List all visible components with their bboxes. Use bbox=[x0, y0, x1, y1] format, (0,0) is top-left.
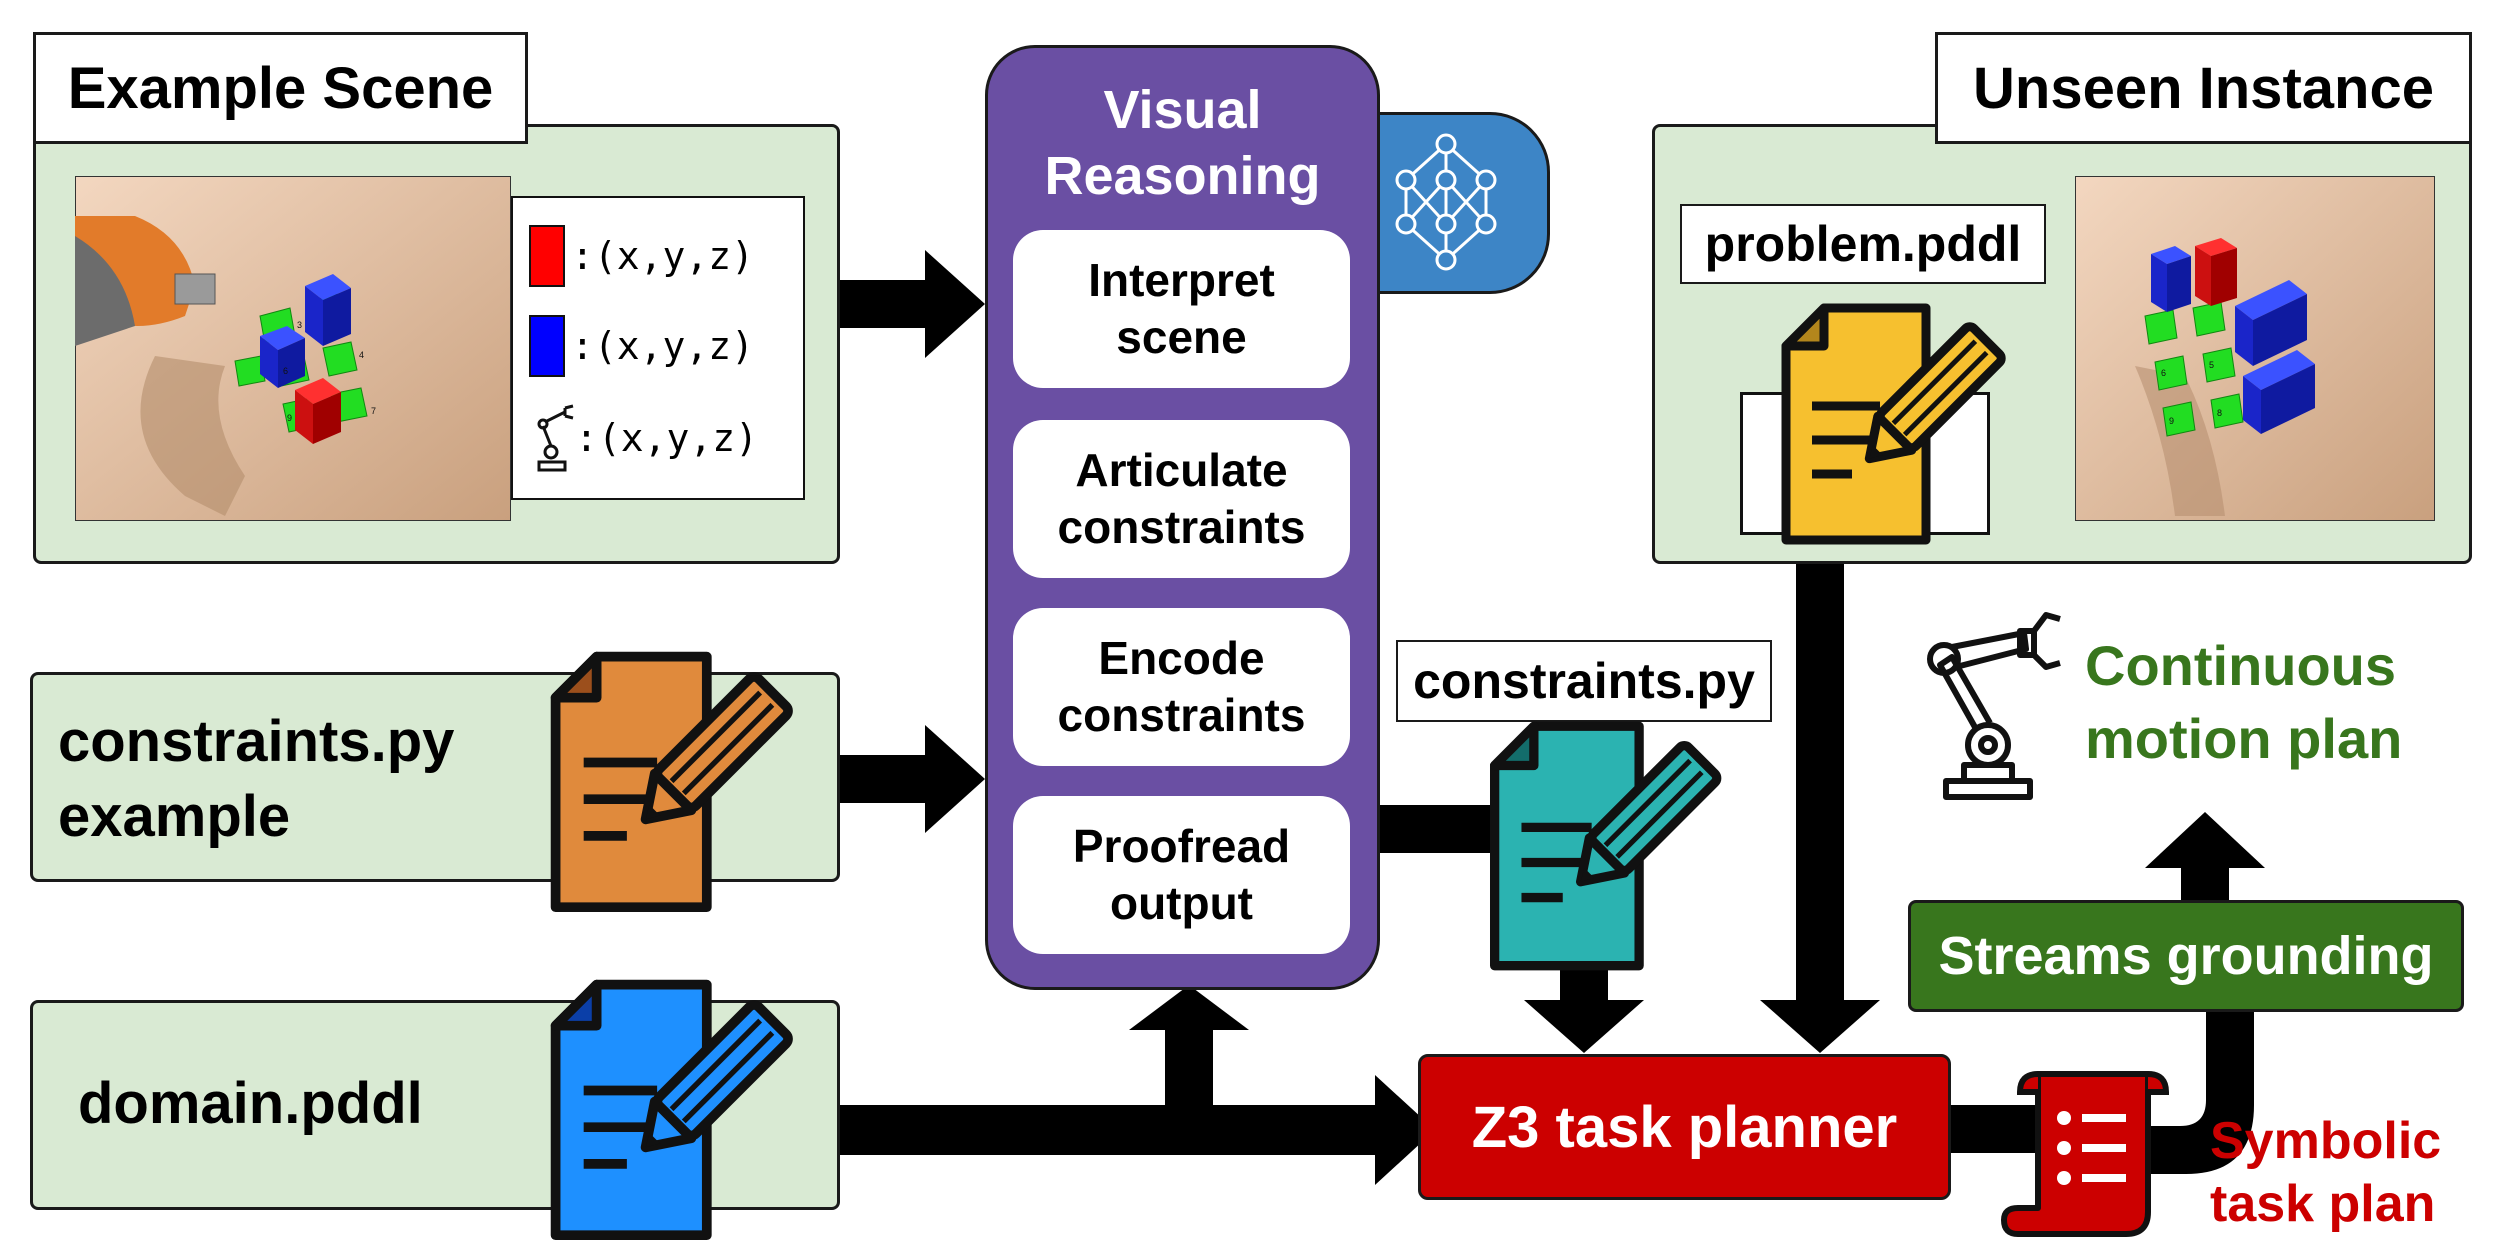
robot-arm-icon bbox=[537, 404, 574, 472]
streams-grounding-label: Streams grounding bbox=[1938, 926, 2434, 986]
arrow-problem-planner-shaft bbox=[1796, 525, 1844, 1005]
connector-reasoning-constraints bbox=[1375, 805, 1505, 853]
example-scene-image: 3 6 4 9 7 bbox=[75, 176, 511, 521]
step-line1: Encode bbox=[1098, 631, 1265, 684]
z3-task-planner-box: Z3 task planner bbox=[1418, 1054, 1951, 1200]
symbolic-line1: Symbolic bbox=[2210, 1112, 2442, 1170]
step-line1: Interpret bbox=[1088, 253, 1275, 306]
scene-label: 8 bbox=[2217, 408, 2222, 418]
arrow-domain-shaft bbox=[840, 1105, 1380, 1155]
scene-label: 6 bbox=[2161, 368, 2166, 378]
legend-label: :(x,y,z) bbox=[575, 416, 759, 460]
step-line2: constraints bbox=[1057, 689, 1306, 741]
constraints-py-doc-icon bbox=[1489, 721, 1722, 971]
scene-label: 7 bbox=[371, 406, 376, 416]
problem-pddl-label: problem.pddl bbox=[1680, 204, 2046, 284]
domain-doc-icon bbox=[550, 979, 793, 1241]
legend-row-red: :(x,y,z) bbox=[529, 212, 803, 300]
step-encode-constraints: Encode constraints bbox=[1013, 608, 1350, 766]
arrow-scene-head bbox=[925, 250, 985, 358]
scene-label: 3 bbox=[297, 320, 302, 330]
step-articulate-constraints: Articulate constraints bbox=[1013, 420, 1350, 578]
scene-label: 4 bbox=[359, 350, 364, 360]
legend-row-blue: :(x,y,z) bbox=[529, 300, 803, 392]
constraints-example-doc-icon bbox=[550, 651, 793, 913]
z3-task-planner-label: Z3 task planner bbox=[1471, 1094, 1898, 1160]
symbolic-task-plan-label: Symbolic task plan bbox=[2210, 1110, 2441, 1237]
arrow-scene-shaft bbox=[840, 280, 930, 328]
symbolic-task-plan-scroll-icon bbox=[2001, 1071, 2170, 1237]
legend-row-robot: :(x,y,z) bbox=[529, 392, 803, 484]
constraints-py-label: constraints.py bbox=[1396, 640, 1772, 722]
continuous-line1: Continuous bbox=[2085, 634, 2397, 697]
constraints-example-line2: example bbox=[58, 784, 291, 850]
step-line2: scene bbox=[1116, 311, 1247, 363]
blue-block-swatch-icon bbox=[529, 315, 565, 377]
visual-reasoning-title: Visual Reasoning bbox=[985, 78, 1380, 210]
arrow-domain-head bbox=[1375, 1075, 1435, 1185]
example-scene-title: Example Scene bbox=[33, 32, 528, 144]
problem-pddl-doc-icon bbox=[1781, 303, 2006, 545]
example-scene-legend: :(x,y,z) :(x,y,z) :(x,y,z) bbox=[511, 196, 805, 500]
continuous-robot-arm-icon bbox=[1927, 612, 2061, 800]
symbolic-line2: task plan bbox=[2210, 1175, 2436, 1234]
step-line1: Articulate bbox=[1075, 443, 1288, 496]
continuous-line2: motion plan bbox=[2085, 706, 2403, 770]
constraints-example-line1: constraints.py bbox=[58, 709, 455, 774]
scene-label: 9 bbox=[287, 413, 292, 423]
unseen-instance-image: 6 5 9 8 bbox=[2075, 176, 2435, 521]
domain-label: domain.pddl bbox=[78, 1071, 423, 1136]
arrow-streams-motion-head bbox=[2145, 812, 2265, 868]
step-line2: constraints bbox=[1057, 501, 1306, 553]
scene-label: 9 bbox=[2169, 416, 2174, 426]
arrow-constraints-example-shaft bbox=[840, 755, 930, 803]
scene-label: 6 bbox=[283, 366, 288, 376]
step-proofread-output: Proofread output bbox=[1013, 796, 1350, 954]
step-line1: Proofread bbox=[1072, 819, 1291, 872]
unseen-instance-title: Unseen Instance bbox=[1935, 32, 2472, 144]
arrow-branch-up-head bbox=[1129, 985, 1249, 1030]
neural-network-icon bbox=[1395, 133, 1497, 271]
arrow-constraints-planner-head bbox=[1524, 1000, 1644, 1053]
arrow-branch-up-shaft bbox=[1165, 1020, 1213, 1130]
legend-label: :(x,y,z) bbox=[571, 234, 755, 278]
red-block-swatch-icon bbox=[529, 225, 565, 287]
arrow-problem-planner-head bbox=[1760, 1000, 1880, 1053]
streams-grounding-box: Streams grounding bbox=[1908, 900, 2464, 1012]
step-line2: output bbox=[1109, 877, 1253, 929]
visual-reasoning-title-line2: Reasoning bbox=[1044, 145, 1321, 206]
scene-label: 5 bbox=[2209, 360, 2214, 370]
connector-planner-plan bbox=[1950, 1105, 2040, 1153]
continuous-motion-plan-label: Continuous motion plan bbox=[2085, 630, 2402, 776]
connector-plan-streams bbox=[2150, 1010, 2254, 1174]
arrow-constraints-example-head bbox=[925, 725, 985, 833]
constraints-example-label: constraints.py example bbox=[58, 704, 454, 855]
visual-reasoning-title-line1: Visual bbox=[1103, 80, 1262, 140]
legend-label: :(x,y,z) bbox=[571, 324, 755, 368]
step-interpret-scene: Interpret scene bbox=[1013, 230, 1350, 388]
